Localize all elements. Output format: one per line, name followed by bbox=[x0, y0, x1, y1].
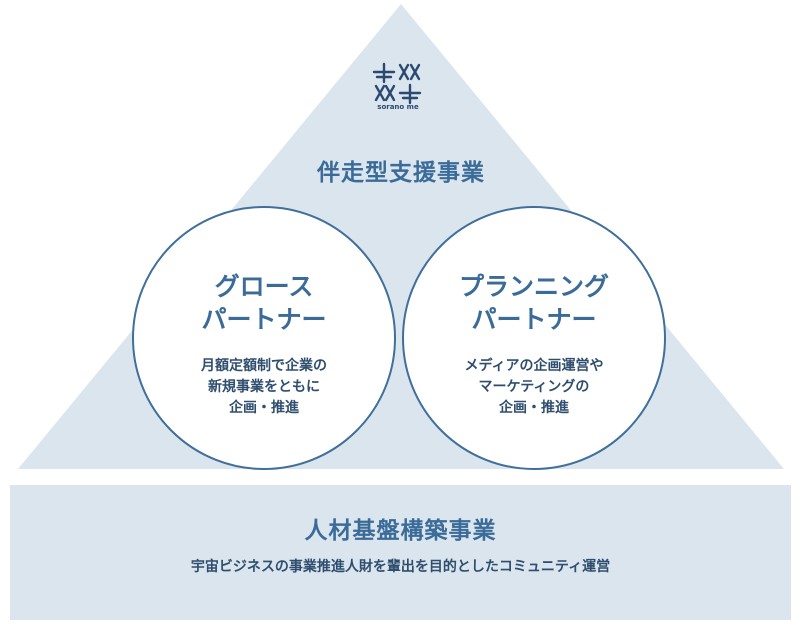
circle-title: グロース パートナー bbox=[134, 270, 394, 336]
circle-desc-line: 月額定額制で企業の bbox=[201, 358, 327, 374]
logo-wordmark: sorano me bbox=[377, 103, 419, 111]
circle-title-line2: パートナー bbox=[201, 305, 327, 334]
foundation-band: 人材基盤構築事業 宇宙ビジネスの事業推進人財を輩出を目的としたコミュニティ運営 bbox=[10, 485, 791, 620]
growth-partner-circle: グロース パートナー 月額定額制で企業の 新規事業をともに 企画・推進 bbox=[132, 206, 396, 470]
circle-desc-line: 新規事業をともに bbox=[208, 379, 320, 395]
circle-title-line2: パートナー bbox=[471, 305, 597, 334]
foundation-title: 人材基盤構築事業 bbox=[304, 518, 497, 544]
circle-title-line1: プランニング bbox=[458, 272, 609, 301]
circle-title-line1: グロース bbox=[214, 272, 314, 301]
planning-partner-circle: プランニング パートナー メディアの企画運営や マーケティングの 企画・推進 bbox=[402, 206, 666, 470]
sorano-me-logo-icon bbox=[372, 62, 422, 105]
circle-description: メディアの企画運営や マーケティングの 企画・推進 bbox=[404, 356, 664, 419]
circle-desc-line: メディアの企画運営や bbox=[464, 358, 604, 374]
circle-desc-line: マーケティングの bbox=[478, 379, 590, 395]
circle-desc-line: 企画・推進 bbox=[499, 400, 569, 416]
pyramid-title: 伴走型支援事業 bbox=[317, 160, 485, 186]
circle-desc-line: 企画・推進 bbox=[229, 400, 299, 416]
circle-title: プランニング パートナー bbox=[404, 270, 664, 336]
foundation-description: 宇宙ビジネスの事業推進人財を輩出を目的としたコミュニティ運営 bbox=[190, 559, 611, 575]
circle-description: 月額定額制で企業の 新規事業をともに 企画・推進 bbox=[134, 356, 394, 419]
